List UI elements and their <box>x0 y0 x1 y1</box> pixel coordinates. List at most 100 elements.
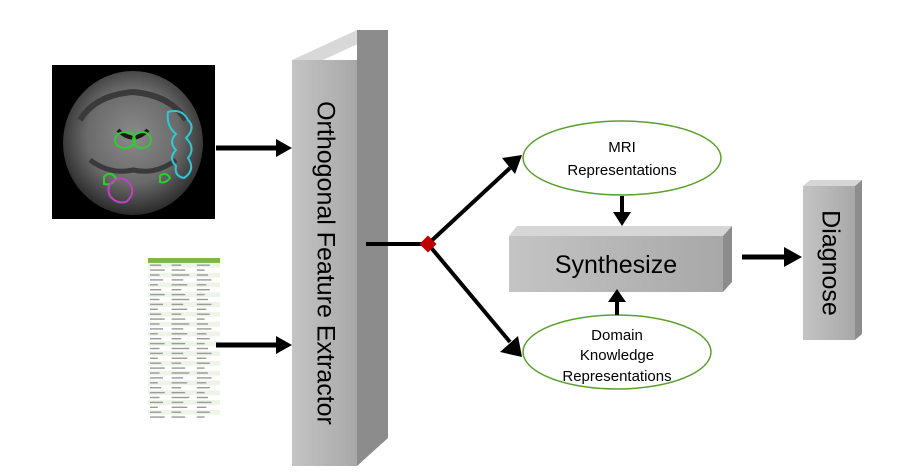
spreadsheet-row <box>148 262 220 268</box>
spreadsheet-cell <box>150 284 158 286</box>
spreadsheet-cell <box>171 279 184 281</box>
spreadsheet-row <box>148 302 220 307</box>
branch-down-arrowhead <box>500 336 522 357</box>
spreadsheet-cell <box>171 289 182 291</box>
spreadsheet-cell <box>171 377 184 379</box>
spreadsheet-row <box>148 277 220 283</box>
branch-up-line <box>426 166 512 246</box>
mri-representations-node: MRI Representations <box>522 120 722 196</box>
spreadsheet-cell <box>196 416 205 418</box>
spreadsheet-cell <box>150 342 165 345</box>
synthesize-box: Synthesize <box>509 226 732 292</box>
table-arrowhead <box>276 336 292 354</box>
mri-representations-line2: Representations <box>567 162 676 179</box>
spreadsheet-cell <box>171 328 184 330</box>
branch-arrows <box>366 155 522 357</box>
spreadsheet-cell <box>171 313 182 315</box>
mri-to-synthesize-arrowhead <box>613 212 631 226</box>
spreadsheet-row <box>148 336 220 342</box>
spreadsheet-cell <box>196 279 212 281</box>
feature-extractor-box: Orthogonal Feature Extractor <box>292 30 388 466</box>
spreadsheet-cell <box>150 377 163 379</box>
spreadsheet-cell <box>196 342 205 345</box>
spreadsheet-cell <box>171 367 186 369</box>
domain-knowledge-line2: Knowledge <box>580 347 654 364</box>
spreadsheet-cell <box>171 387 182 389</box>
spreadsheet-row <box>148 311 220 317</box>
domain-to-synthesize-arrowhead <box>608 289 626 302</box>
spreadsheet-cell <box>196 382 207 384</box>
spreadsheet-cell <box>150 274 160 276</box>
domain-knowledge-node: Domain Knowledge Representations <box>522 314 712 390</box>
spreadsheet-row <box>148 409 220 415</box>
junction-diamond <box>419 235 437 253</box>
spreadsheet-cell <box>150 382 158 384</box>
spreadsheet-row <box>148 360 220 366</box>
mri-image <box>52 65 215 219</box>
spreadsheet-cell <box>171 274 190 276</box>
spreadsheet-cell <box>171 416 186 418</box>
feature-extractor-label: Orthogonal Feature Extractor <box>311 101 339 425</box>
spreadsheet-cell <box>150 318 165 320</box>
spreadsheet-cell <box>171 406 188 408</box>
spreadsheet-header <box>148 258 220 263</box>
spreadsheet-cell <box>150 328 163 330</box>
spreadsheet-cell <box>150 406 158 408</box>
spreadsheet-cell <box>150 338 162 340</box>
branch-up-arrowhead <box>502 155 522 174</box>
spreadsheet-cell <box>196 367 205 369</box>
spreadsheet-cell <box>196 323 209 325</box>
spreadsheet-cell <box>171 362 182 364</box>
spreadsheet-cell <box>171 396 190 399</box>
spreadsheet-cell <box>150 416 165 418</box>
spreadsheet-cell <box>171 342 186 345</box>
spreadsheet-cell <box>150 401 163 404</box>
spreadsheet-cell <box>196 298 209 301</box>
spreadsheet-cell <box>196 406 207 408</box>
diagnose-label: Diagnose <box>816 210 844 316</box>
spreadsheet-cell <box>171 264 182 266</box>
spreadsheet-row <box>148 326 220 332</box>
spreadsheet-cell <box>196 372 209 374</box>
spreadsheet-cell <box>150 367 165 369</box>
synthesize-to-diagnose-arrow <box>742 247 802 267</box>
spreadsheet-row <box>148 287 220 293</box>
spreadsheet-cell <box>196 347 209 350</box>
spreadsheet-cell <box>171 284 188 286</box>
spreadsheet-cell <box>196 313 210 315</box>
mri-contour-green <box>103 131 172 186</box>
spreadsheet-cell <box>196 303 212 306</box>
spreadsheet-cell <box>196 411 210 413</box>
input-arrows <box>216 139 292 354</box>
spreadsheet-cell <box>150 269 165 271</box>
spreadsheet-cell <box>150 396 160 399</box>
spreadsheet-cell <box>171 303 184 306</box>
spreadsheet-cell <box>196 362 210 364</box>
spreadsheet-cell <box>196 352 212 355</box>
spreadsheet-row <box>148 400 220 405</box>
mri-contour-cyan <box>166 110 193 180</box>
spreadsheet-cell <box>196 401 212 404</box>
spreadsheet-cell <box>196 338 210 340</box>
spreadsheet-cell <box>171 401 184 404</box>
spreadsheet-cell <box>150 347 160 350</box>
spreadsheet-cell <box>196 328 212 330</box>
mri-contour-magenta <box>107 177 134 204</box>
spreadsheet-cell <box>150 411 162 413</box>
spreadsheet-cell <box>171 411 182 413</box>
spreadsheet-cell <box>150 387 162 389</box>
mri-representations-line1: MRI <box>608 139 636 156</box>
spreadsheet-row <box>148 375 220 381</box>
diagnose-box: Diagnose <box>803 180 862 340</box>
spreadsheet-cell <box>150 264 162 266</box>
spreadsheet-cell <box>171 269 186 271</box>
spreadsheet-cell <box>150 298 160 301</box>
spreadsheet-cell <box>196 274 209 276</box>
spreadsheet-cell <box>196 391 205 394</box>
spreadsheet-cell <box>171 298 190 301</box>
synthesize-arrows <box>608 196 631 315</box>
spreadsheet-cell <box>150 279 163 281</box>
spreadsheet-cell <box>150 333 158 335</box>
mri-arrowhead <box>276 139 292 157</box>
